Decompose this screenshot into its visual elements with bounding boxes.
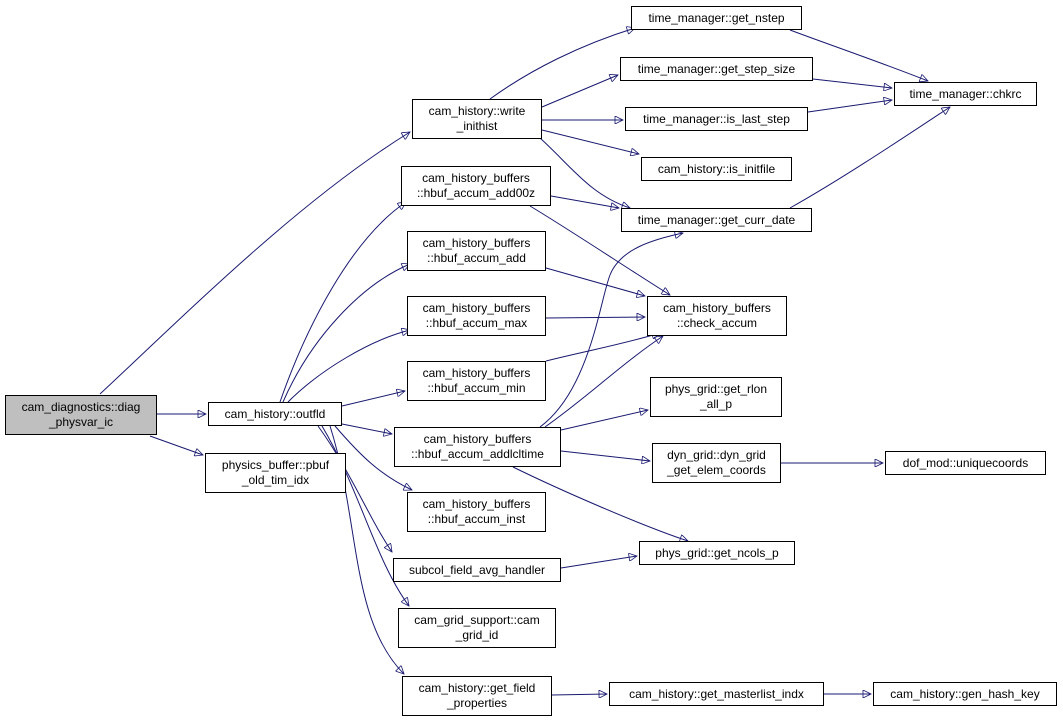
edge-write-to-initfile: [541, 129, 639, 154]
node-get-ncols-p[interactable]: phys_grid::get_ncols_p: [639, 541, 795, 565]
node-get-step-size[interactable]: time_manager::get_step_size: [620, 57, 813, 81]
node-hbuf-accum-add00z[interactable]: cam_history_buffers ::hbuf_accum_add00z: [401, 166, 551, 206]
edge-stepsize-to-chkrc: [812, 78, 892, 88]
edge-addlcltime-to-currdate: [539, 233, 683, 428]
node-get-nstep[interactable]: time_manager::get_nstep: [631, 6, 802, 30]
edge-getfield-to-masterlist: [551, 694, 607, 695]
edge-subcol-to-ncols: [560, 556, 637, 569]
edge-addlcltime-to-ncols: [512, 466, 688, 541]
edge-addlcltime-to-dyngrid: [560, 450, 650, 461]
node-write-inithist[interactable]: cam_history::write _inithist: [412, 99, 542, 139]
node-chkrc[interactable]: time_manager::chkrc: [894, 82, 1037, 106]
edge-addlcltime-to-check: [544, 336, 663, 428]
edge-outfld-to-add00z: [279, 202, 406, 403]
node-get-field-properties[interactable]: cam_history::get_field _properties: [402, 676, 552, 716]
node-is-last-step[interactable]: time_manager::is_last_step: [625, 107, 808, 131]
edge-add-to-check: [545, 267, 645, 296]
node-cam-grid-id[interactable]: cam_grid_support::cam _grid_id: [398, 608, 556, 648]
edge-outfld-to-min: [341, 391, 405, 407]
node-check-accum[interactable]: cam_history_buffers ::check_accum: [647, 296, 787, 336]
edge-write-to-nstep: [489, 28, 635, 100]
node-hbuf-accum-add[interactable]: cam_history_buffers ::hbuf_accum_add: [407, 231, 546, 271]
edge-outfld-to-camgrid: [321, 425, 409, 606]
node-hbuf-accum-max[interactable]: cam_history_buffers ::hbuf_accum_max: [407, 296, 546, 336]
edge-addlcltime-to-rlon: [560, 410, 648, 431]
edge-outfld-to-inst: [334, 425, 412, 490]
node-outfld[interactable]: cam_history::outfld: [208, 402, 342, 426]
node-subcol-field-avg-handler[interactable]: subcol_field_avg_handler: [393, 558, 561, 582]
edge-lastwstep-to-chkrc: [807, 100, 892, 113]
node-diag-physvar-ic: cam_diagnostics::diag _physvar_ic: [5, 395, 157, 435]
node-dyn-grid-get-elem-coords[interactable]: dyn_grid::dyn_grid _get_elem_coords: [652, 443, 781, 483]
node-uniquecoords[interactable]: dof_mod::uniquecoords: [885, 451, 1046, 475]
node-get-curr-date[interactable]: time_manager::get_curr_date: [621, 208, 812, 232]
node-hbuf-accum-inst[interactable]: cam_history_buffers ::hbuf_accum_inst: [407, 492, 546, 532]
edge-currdate-to-chkrc: [789, 107, 950, 209]
node-hbuf-accum-addlcltime[interactable]: cam_history_buffers ::hbuf_accum_addlclt…: [394, 427, 561, 467]
edge-diag-to-pbuf: [149, 435, 203, 455]
node-is-initfile[interactable]: cam_history::is_initfile: [641, 157, 792, 181]
edge-add00z-to-currdate: [550, 195, 619, 208]
node-gen-hash-key[interactable]: cam_history::gen_hash_key: [873, 682, 1057, 706]
node-get-rlon-all-p[interactable]: phys_grid::get_rlon _all_p: [650, 377, 782, 417]
edge-add00z-to-check: [529, 205, 670, 295]
edge-min-to-check: [545, 333, 660, 362]
edge-outfld-to-add: [282, 264, 410, 403]
edge-write-to-stepsize: [541, 75, 618, 108]
node-pbuf-old-tim-idx[interactable]: physics_buffer::pbuf _old_tim_idx: [205, 453, 346, 493]
node-hbuf-accum-min[interactable]: cam_history_buffers ::hbuf_accum_min: [407, 361, 546, 401]
node-get-masterlist-indx[interactable]: cam_history::get_masterlist_indx: [609, 682, 824, 706]
edge-nstep-to-chkrc: [789, 29, 928, 81]
edge-max-to-check: [545, 317, 645, 318]
edge-diag-to-write-inithist: [99, 132, 410, 395]
edge-outfld-to-max: [287, 330, 410, 403]
edge-outfld-to-addlcltime: [341, 423, 392, 434]
edge-outfld-to-subcol: [317, 425, 392, 552]
